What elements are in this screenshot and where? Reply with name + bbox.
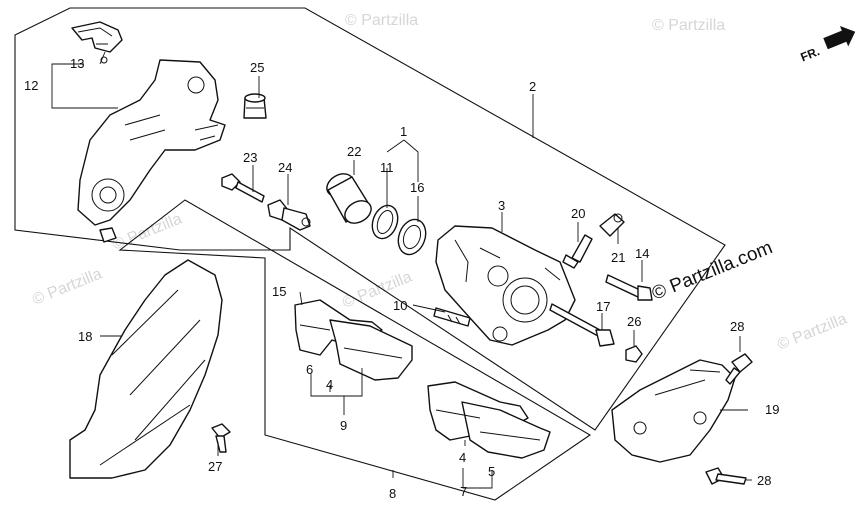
retaining-bolt xyxy=(605,274,653,301)
callout-4b: 4 xyxy=(459,450,466,465)
callout-24: 24 xyxy=(278,160,292,175)
guard-bolt-lower xyxy=(705,467,747,485)
dust-seal xyxy=(397,218,427,256)
callout-23: 23 xyxy=(243,150,257,165)
brake-pad-set-lower xyxy=(427,381,551,459)
front-direction-label: FR. xyxy=(798,44,821,64)
leader-lines xyxy=(51,51,752,489)
bleeder-valve-cap xyxy=(599,213,625,237)
callout-16: 16 xyxy=(410,180,424,195)
callout-22: 22 xyxy=(347,144,361,159)
callout-12: 12 xyxy=(24,78,38,93)
watermark-1: © Partzilla xyxy=(345,12,418,29)
callout-20: 20 xyxy=(571,206,585,221)
rear-caliper-guard xyxy=(611,359,736,463)
bleeder-cap xyxy=(243,93,267,119)
callout-17: 17 xyxy=(596,299,610,314)
callout-6: 6 xyxy=(306,362,313,377)
watermark-3: © Partzilla xyxy=(30,266,104,309)
callout-27: 27 xyxy=(208,459,222,474)
guard-screw xyxy=(211,423,231,453)
watermark-4: © Partzilla xyxy=(110,211,184,254)
callout-1: 1 xyxy=(400,124,407,139)
hex-nut xyxy=(625,345,643,363)
caliper-pin xyxy=(267,199,311,231)
callout-19: 19 xyxy=(765,402,779,417)
callout-18: 18 xyxy=(78,329,92,344)
callout-21: 21 xyxy=(611,250,625,265)
callout-4a: 4 xyxy=(326,377,333,392)
pad-set-outline xyxy=(118,199,592,501)
site-label: © Partzilla.com xyxy=(649,237,776,304)
front-direction-arrow: FR. xyxy=(798,26,856,64)
caliper-bracket xyxy=(77,59,226,243)
caliper-piston xyxy=(326,173,372,224)
callout-3: 3 xyxy=(498,198,505,213)
pad-retaining-pin xyxy=(433,307,471,327)
callout-28a: 28 xyxy=(730,319,744,334)
piston-seal xyxy=(371,204,399,240)
watermark-2: © Partzilla xyxy=(652,17,725,34)
callout-8: 8 xyxy=(389,486,396,501)
callout-11: 11 xyxy=(380,160,394,175)
callout-28b: 28 xyxy=(757,473,771,488)
callout-5: 5 xyxy=(488,464,495,479)
callout-25: 25 xyxy=(250,60,264,75)
callout-7: 7 xyxy=(460,484,467,499)
pad-spring-clip xyxy=(71,21,123,64)
pin-bolt xyxy=(221,173,265,203)
callout-26: 26 xyxy=(627,314,641,329)
callout-13: 13 xyxy=(70,56,84,71)
caliper-long-bolt xyxy=(549,303,615,347)
guard-bolt-upper xyxy=(725,353,753,385)
callout-10: 10 xyxy=(393,298,407,313)
caliper-body xyxy=(435,225,576,346)
disc-guard xyxy=(69,259,223,479)
caliper-assembly-outline xyxy=(14,7,726,431)
callout-15: 15 xyxy=(272,284,286,299)
brake-pad-set-upper xyxy=(294,299,413,381)
callout-2: 2 xyxy=(529,79,536,94)
callout-14: 14 xyxy=(635,246,649,261)
bleeder-valve xyxy=(562,234,593,269)
watermark-6: © Partzilla xyxy=(775,311,849,354)
callout-9: 9 xyxy=(340,418,347,433)
